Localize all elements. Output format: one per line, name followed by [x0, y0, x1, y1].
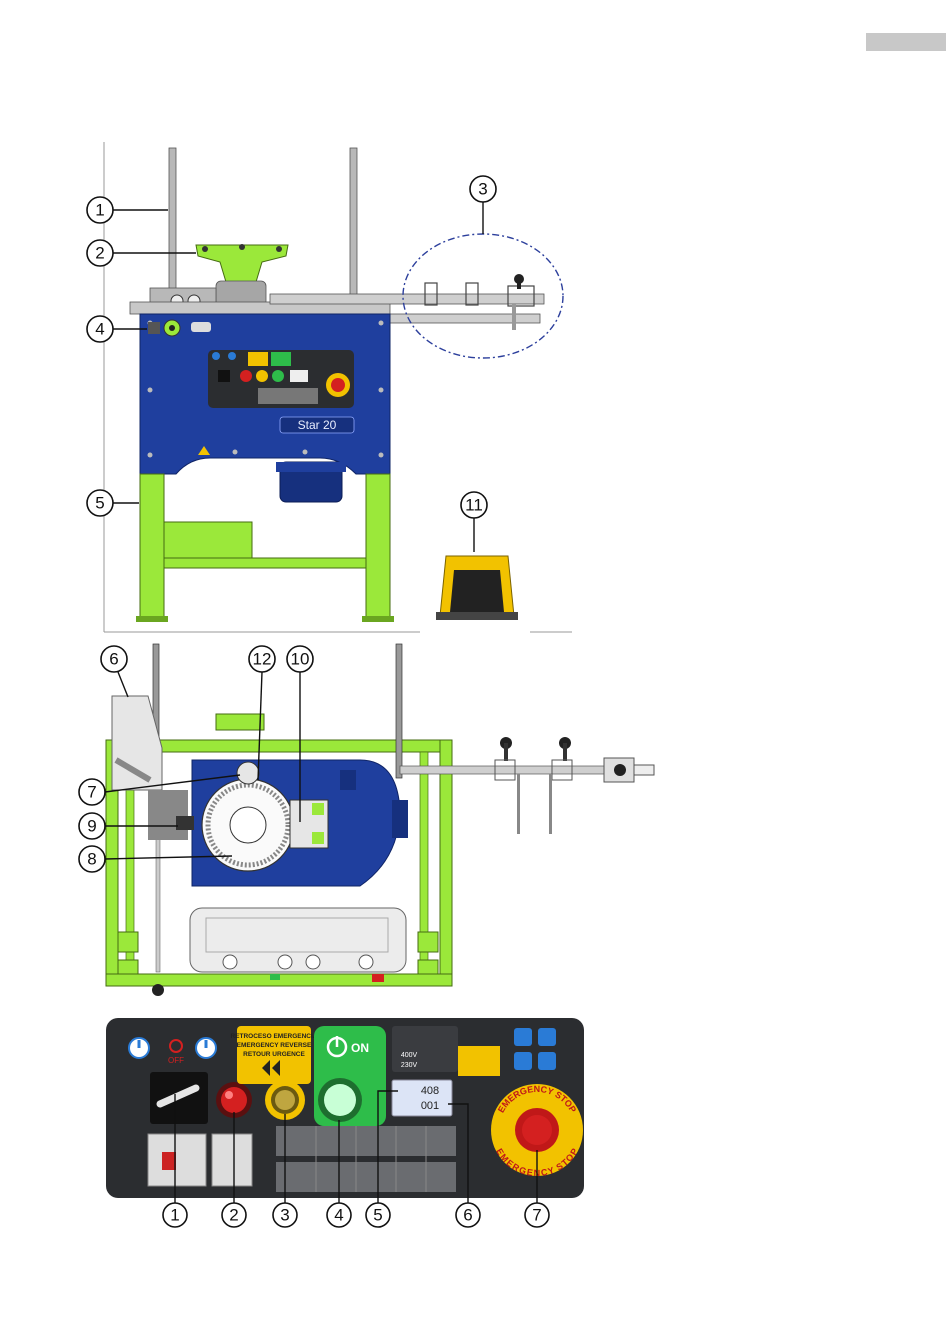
foot-pedal [436, 556, 518, 620]
machine-brand-label: Star 20 [298, 418, 337, 432]
top-clamp-yellow-green [196, 244, 288, 282]
svg-text:4: 4 [95, 320, 104, 339]
svg-text:1: 1 [95, 201, 104, 220]
motor-blue [276, 462, 346, 502]
svg-text:2: 2 [95, 244, 104, 263]
green-stand [136, 474, 394, 622]
svg-text:3: 3 [478, 180, 487, 199]
svg-text:5: 5 [95, 494, 104, 513]
machine-body-blue: Star 20 [140, 314, 390, 474]
svg-text:11: 11 [465, 496, 483, 515]
